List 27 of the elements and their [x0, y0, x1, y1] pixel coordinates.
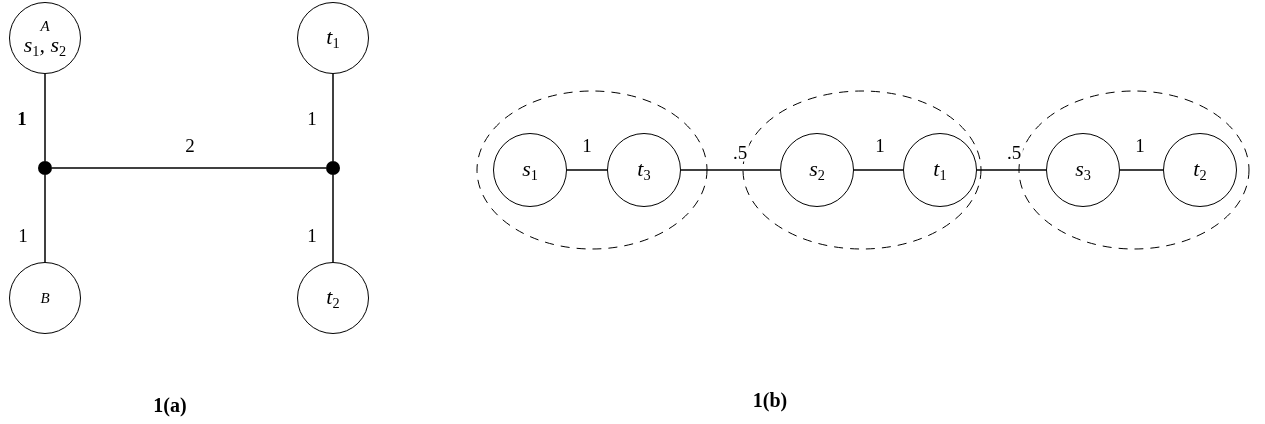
connector-line [332, 73, 334, 162]
node-label: B [40, 290, 50, 306]
node-circle [903, 133, 977, 207]
connector-line [680, 169, 781, 171]
dashed-group-ellipse [476, 90, 708, 250]
node-label: s$_{1}$ [522, 158, 538, 182]
node-label: t$_{1}$ [326, 26, 340, 50]
node-label: t$_{1}$ [933, 158, 947, 182]
connector-line [51, 167, 327, 169]
connector-line [1119, 169, 1164, 171]
node-label: A [40, 18, 50, 34]
connector-line [332, 174, 334, 263]
node-label: t$_{3}$ [637, 158, 651, 182]
node-label: s$_{3}$ [1075, 158, 1091, 182]
figure-caption: 1(b) [752, 388, 788, 412]
junction-dot [38, 161, 52, 175]
connector-line [853, 169, 904, 171]
connector-line [44, 73, 46, 162]
node-label: s$_{1}$, s$_{2}$ [23, 33, 67, 58]
figure-caption: 1(a) [153, 393, 187, 417]
node-label: t$_{2}$ [1193, 158, 1207, 182]
connector-line [976, 169, 1047, 171]
connector-line [44, 174, 46, 263]
junction-dot [326, 161, 340, 175]
connector-line [566, 169, 608, 171]
node-label: s$_{2}$ [809, 158, 825, 182]
node-label: t$_{2}$ [326, 286, 340, 310]
